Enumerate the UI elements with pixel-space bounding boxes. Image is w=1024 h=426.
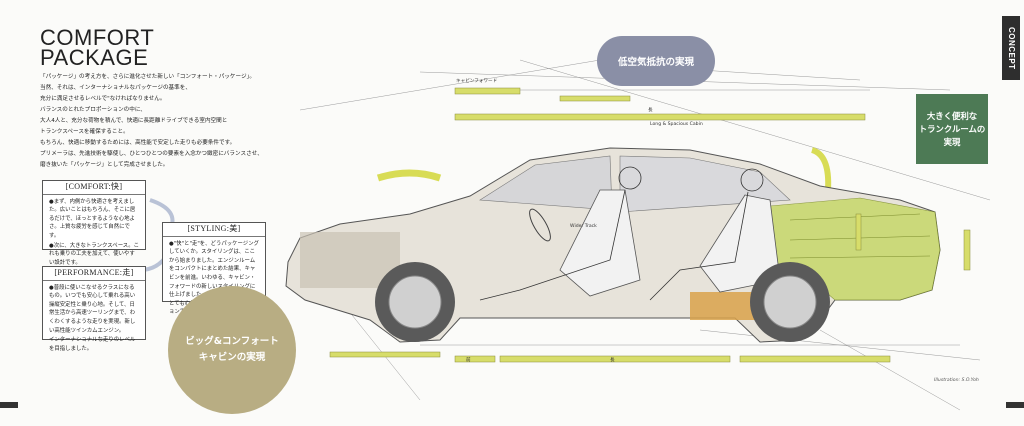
car-cutaway-illustration: [285, 59, 991, 411]
styling-heading: [STYLING:美]: [163, 224, 265, 237]
comfort-item: ●次に、大きなトランクスペース。これも乗りの工夫を加えて、使いやすい設計です。: [49, 242, 139, 266]
trunk-callout-line: 実現: [943, 136, 961, 147]
intro-line: もちろん、快適に移動するためには、高性能で安定した走りも必要条件です。: [40, 140, 236, 146]
concept-side-tab: CONCEPT: [1002, 16, 1020, 80]
trunk-callout-line: トランクルームの: [918, 123, 986, 134]
trunk-callout-line: 大きく便利な: [926, 110, 978, 121]
comfort-heading: [COMFORT:快]: [43, 182, 145, 195]
cabin-forward-caption: キャビンフォワード: [456, 79, 498, 84]
edge-marker: [0, 402, 18, 408]
dim-label: 前: [466, 358, 471, 363]
dim-label: 長: [648, 108, 653, 113]
wide-track-caption: Wider Track: [570, 224, 597, 229]
title-line-2: PACKAGE: [40, 45, 149, 70]
intro-line: トランクスペースを確保すること。: [40, 129, 129, 135]
long-cabin-caption: Long & Spacious Cabin: [650, 122, 703, 127]
intro-line: プリメーラは、先進技術を駆使し、ひとつひとつの要素を入念かつ緻密にバランスさせ、: [40, 151, 263, 157]
performance-heading: [PERFORMANCE:走]: [43, 268, 145, 281]
cabin-callout: ビッグ&コンフォート キャビンの実現: [168, 286, 296, 414]
intro-text: 「パッケージ」の考え方を、さらに進化させた新しい「コンフォート・パッケージ」。 …: [40, 72, 290, 171]
illustration-credit: Illustration: S.O.Yoh: [934, 378, 979, 383]
title-line-1: COMFORT: [40, 25, 155, 50]
intro-line: 「パッケージ」の考え方を、さらに進化させた新しい「コンフォート・パッケージ」。: [40, 74, 255, 80]
cabin-callout-line: キャビンの実現: [198, 352, 266, 363]
performance-item: インターナショナルな走りのレベルを目指しました。: [49, 337, 136, 352]
page-title: COMFORT PACKAGE: [40, 25, 155, 70]
low-drag-callout: 低空気抵抗の実現: [597, 36, 715, 86]
edge-marker: [1006, 402, 1024, 408]
trunk-callout: 大きく便利な トランクルームの 実現: [916, 94, 988, 164]
cabin-callout-line: ビッグ&コンフォート: [185, 336, 279, 347]
intro-line: 当然、それは、インターナショナルなパッケージの基準を、: [40, 85, 191, 91]
dim-label: 長: [610, 358, 615, 363]
performance-item: ●普段に使いこなせるクラスになるもの。いつでも安心して乗れる高い操縦安定性と乗り…: [49, 284, 136, 334]
intro-line: バランスのとれたプロポーションの中に、: [40, 107, 146, 113]
comfort-card: [COMFORT:快] ●まず、内側から快適さを考えました。広いことはもちろん、…: [42, 180, 146, 266]
performance-card: [PERFORMANCE:走] ●普段に使いこなせるクラスになるもの。いつでも安…: [42, 266, 146, 352]
comfort-item: ●まず、内側から快適さを考えました。広いことはもちろん、そこに居るだけで、ほっと…: [49, 198, 136, 239]
intro-line: 充分に満足させるレベルで"なければなりません。: [40, 96, 166, 102]
intro-line: 大人4人と、充分な荷物を積んで、快適に長距離ドライブできる室内空間と: [40, 118, 228, 124]
intro-line: 磨き抜いた「パッケージ」として完成させました。: [40, 162, 169, 168]
